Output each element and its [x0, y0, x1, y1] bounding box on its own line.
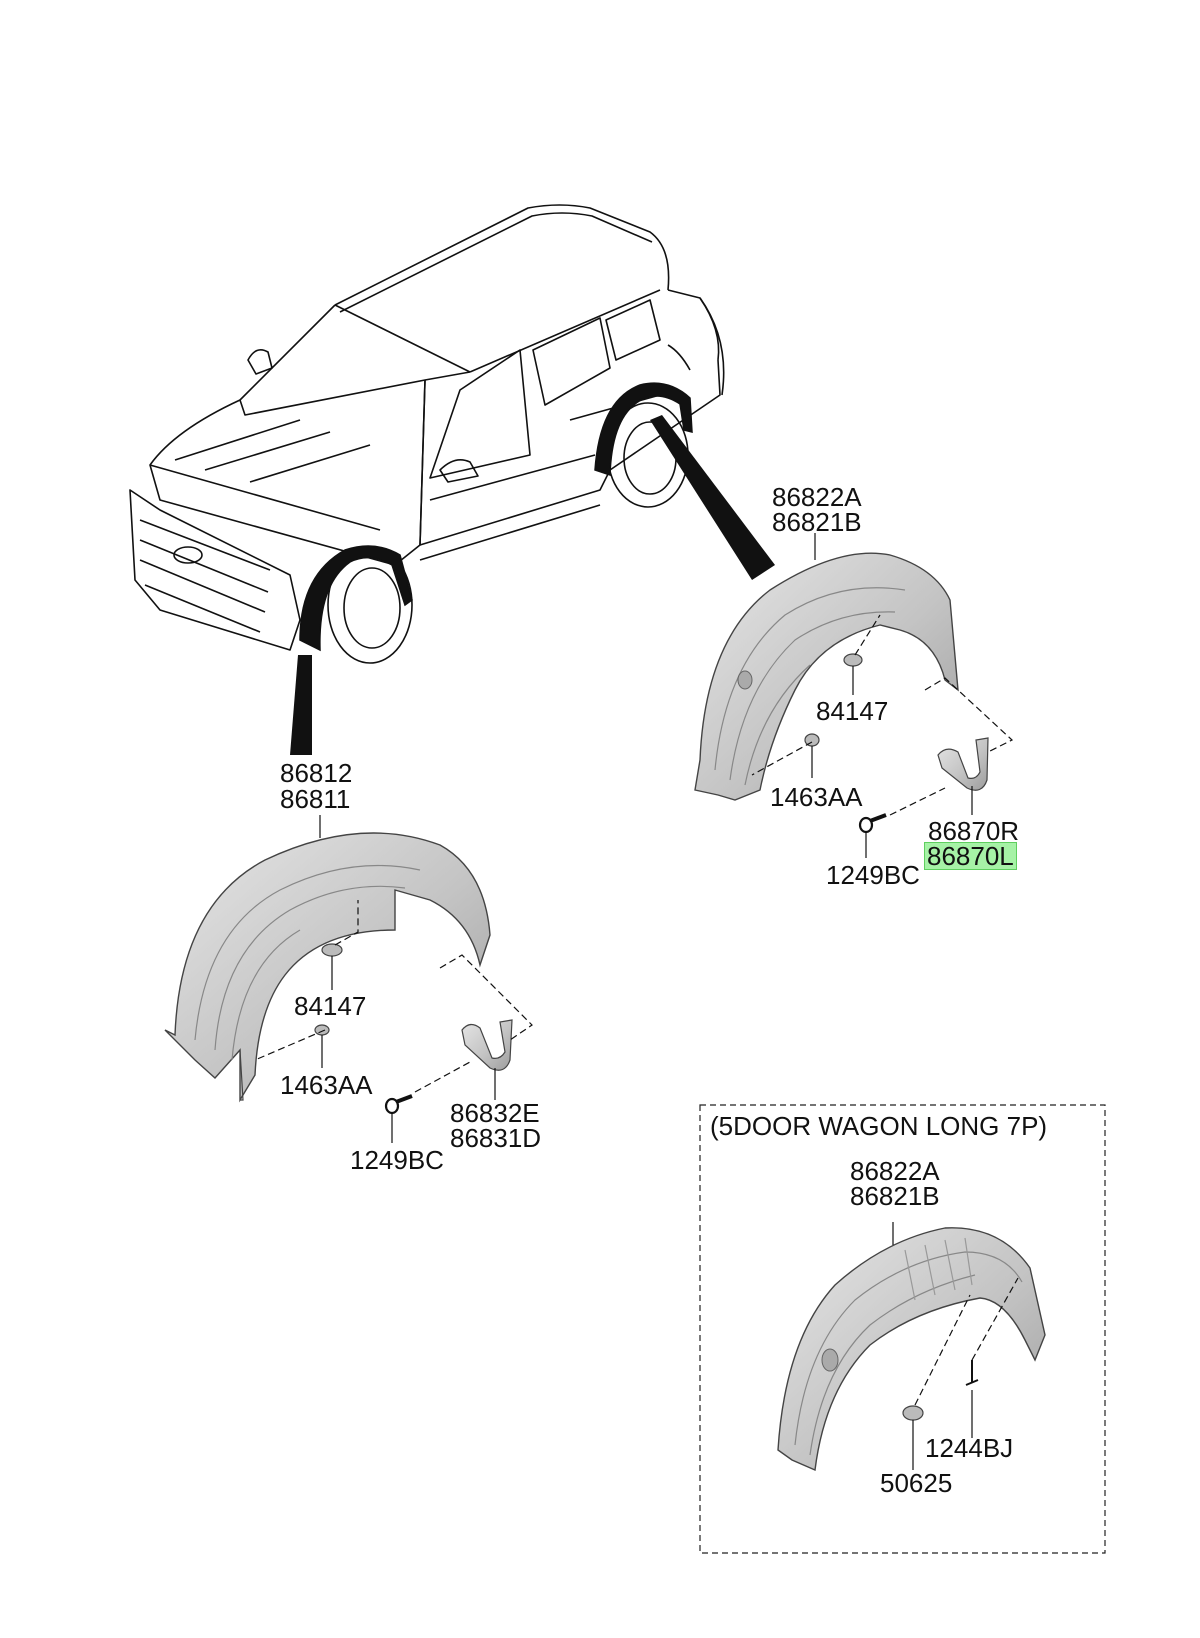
inset-wheel-liner[interactable]: [777, 1227, 1046, 1472]
front-liner-label-1[interactable]: 86812: [280, 758, 353, 788]
inset-nut-label[interactable]: 50625: [880, 1468, 953, 1498]
front-mudguard-label-1[interactable]: 86832E: [450, 1098, 540, 1128]
front-mudguard[interactable]: [461, 1019, 513, 1071]
front-mudguard-label-2[interactable]: 86831D: [450, 1123, 542, 1153]
inset-nut[interactable]: [902, 1405, 924, 1421]
rear-screw-label[interactable]: 1249BC: [826, 860, 920, 890]
front-liner-label-2[interactable]: 86811: [280, 784, 351, 814]
liner-location-marks: [299, 382, 693, 652]
inset-leader-lines: [892, 1222, 1019, 1470]
front-clip-label[interactable]: 1463AA: [280, 1070, 373, 1100]
rear-screw[interactable]: [858, 813, 887, 834]
front-grommet[interactable]: [321, 943, 343, 957]
inset-bolt[interactable]: [965, 1360, 979, 1386]
suv-outline-icon: [129, 204, 725, 664]
front-screw-label[interactable]: 1249BC: [350, 1145, 444, 1175]
inset-liner-label-1[interactable]: 86822A: [850, 1156, 940, 1186]
front-leader-lines: [254, 815, 533, 1143]
rear-liner-label-1[interactable]: 86822A: [772, 482, 862, 512]
front-leader-wedge: [290, 655, 312, 755]
rear-liner-label-2[interactable]: 86821B: [772, 507, 862, 537]
inset-liner-label-2[interactable]: 86821B: [850, 1181, 940, 1211]
rear-mudguard[interactable]: [937, 737, 989, 791]
inset-frame: [699, 1104, 1106, 1554]
rear-clip-label[interactable]: 1463AA: [770, 782, 863, 812]
rear-leader-lines: [751, 533, 1014, 858]
rear-mudguard-label-1[interactable]: 86870R: [928, 816, 1020, 846]
front-wheel-liner[interactable]: [164, 832, 491, 1103]
rear-mudguard-label-2-highlighted[interactable]: 86870L: [924, 841, 1017, 871]
front-grommet-label[interactable]: 84147: [294, 991, 367, 1021]
rear-grommet[interactable]: [843, 653, 863, 667]
front-screw[interactable]: [384, 1094, 413, 1115]
front-clip[interactable]: [314, 1024, 330, 1036]
rear-leader-wedge: [650, 415, 775, 580]
rear-wheel-liner[interactable]: [694, 552, 959, 801]
inset-bolt-label[interactable]: 1244BJ: [925, 1433, 1014, 1463]
inset-title: (5DOOR WAGON LONG 7P): [710, 1111, 1048, 1141]
rear-grommet-label[interactable]: 84147: [816, 696, 889, 726]
